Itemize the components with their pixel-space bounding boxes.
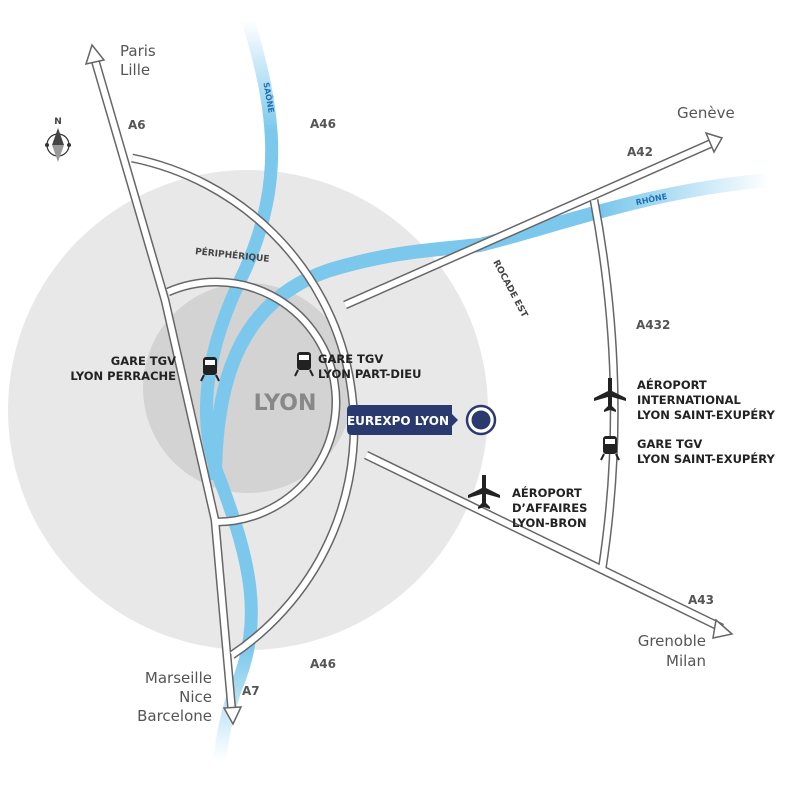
aeroport-st-exupery-line1: AÉROPORT: [637, 377, 707, 392]
road-a7: A7: [242, 684, 260, 698]
dest-barcelone: Barcelone: [137, 707, 212, 725]
aeroport-bron-line3: LYON-BRON: [512, 516, 587, 530]
gare-part-dieu-line1: GARE TGV: [318, 352, 383, 366]
dest-lille: Lille: [120, 61, 150, 79]
compass-north-label: N: [54, 117, 62, 127]
train-icon-perrache: [200, 357, 220, 382]
aeroport-st-exupery-line2: INTERNATIONAL: [637, 393, 742, 407]
train-icon-part-dieu: [294, 352, 314, 377]
gare-st-exupery-line2: LYON SAINT-EXUPÉRY: [637, 451, 775, 466]
gare-perrache-line2: LYON PERRACHE: [70, 369, 176, 383]
arrow-southeast: [712, 618, 734, 639]
arrow-south: [222, 706, 243, 726]
compass-icon: N: [45, 117, 71, 162]
dest-grenoble: Grenoble: [638, 632, 706, 650]
plane-icon-st-exupery: [594, 378, 626, 412]
dest-milan: Milan: [666, 652, 706, 670]
road-a43: A43: [688, 593, 714, 607]
gare-st-exupery-line1: GARE TGV: [637, 437, 702, 451]
dest-nice: Nice: [179, 688, 212, 706]
road-a46-top: A46: [310, 117, 336, 131]
train-icon-st-exupery: [600, 436, 620, 461]
roads: [84, 43, 734, 726]
arrow-northeast: [704, 131, 724, 154]
road-rocade-est: ROCADE EST: [490, 259, 529, 321]
saone-river: [199, 18, 279, 761]
road-a6: A6: [128, 118, 146, 132]
eurexpo-label: EUREXPO LYON: [347, 414, 449, 428]
eurexpo-marker[interactable]: EUREXPO LYON: [347, 404, 497, 436]
road-a432: A432: [636, 318, 670, 332]
dest-marseille: Marseille: [145, 669, 212, 687]
aeroport-st-exupery-line3: LYON SAINT-EXUPÉRY: [637, 407, 775, 422]
city-label: LYON: [254, 391, 317, 416]
gare-perrache-line1: GARE TGV: [111, 354, 176, 368]
aeroport-bron-line2: D’AFFAIRES: [512, 501, 587, 515]
rhone-river: [208, 173, 771, 481]
gare-part-dieu-line2: LYON PART-DIEU: [318, 367, 421, 381]
road-a46-bottom: A46: [310, 657, 336, 671]
dest-paris: Paris: [120, 42, 156, 60]
road-a42: A42: [627, 145, 653, 159]
aeroport-bron-line1: AÉROPORT: [512, 485, 582, 500]
dest-geneve: Genève: [677, 104, 735, 122]
arrow-north: [84, 43, 106, 66]
plane-icon-bron: [468, 475, 500, 509]
